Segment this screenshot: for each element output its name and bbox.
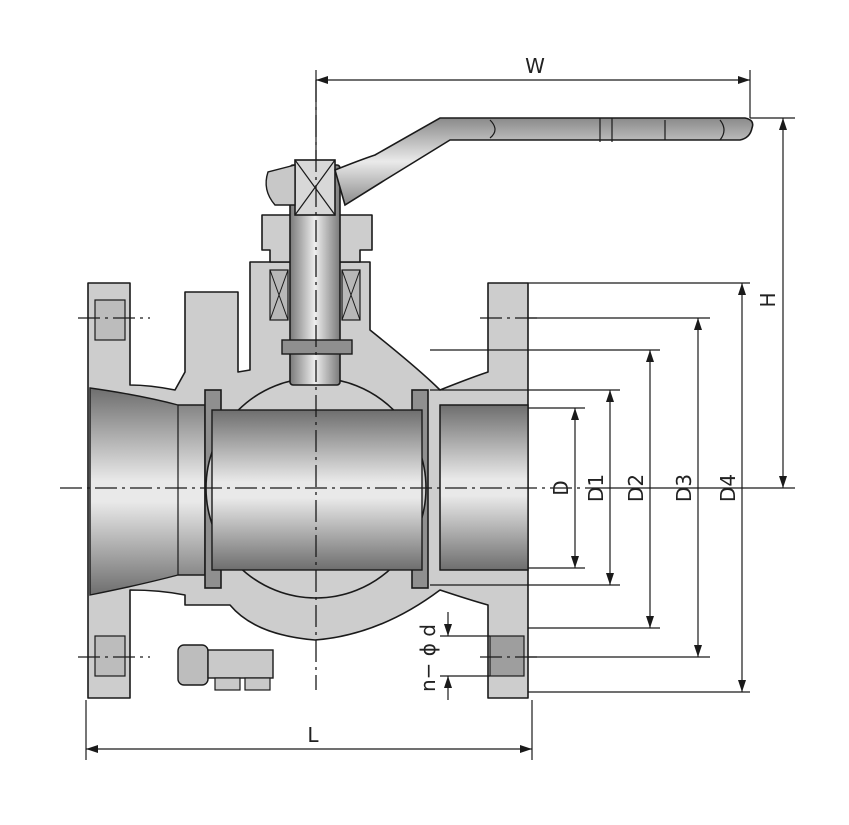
dimension-D2: D2 [624,350,654,628]
label-H: H [756,292,780,307]
dimension-D1: D1 [584,390,614,585]
stem-collar [281,339,353,355]
flange-bolt-bottom-left [94,635,126,677]
flange-bolt-top-left [94,299,126,341]
label-D4: D4 [716,474,740,502]
ball-bore [211,409,423,571]
drain-bolt [177,644,274,691]
dimension-D4: D4 [716,283,746,692]
dimension-L: L [85,700,533,760]
dimension-D3: D3 [672,318,702,657]
label-D1: D1 [584,474,608,502]
label-D2: D2 [624,474,648,502]
dimension-bolt-hole: n− ϕ d [416,612,490,700]
lever-handle [334,117,754,207]
dimension-H: H [600,117,795,489]
dimension-D: D [549,408,579,568]
label-n-phi-d: n− ϕ d [416,624,440,692]
stem-assembly [261,117,754,386]
flange-bolt-bottom-right [489,635,525,677]
label-D3: D3 [672,474,696,502]
label-L: L [307,723,319,747]
dimension-W: W [315,54,751,160]
label-W: W [525,54,545,78]
bore-passage [89,387,206,596]
label-D: D [549,480,573,495]
